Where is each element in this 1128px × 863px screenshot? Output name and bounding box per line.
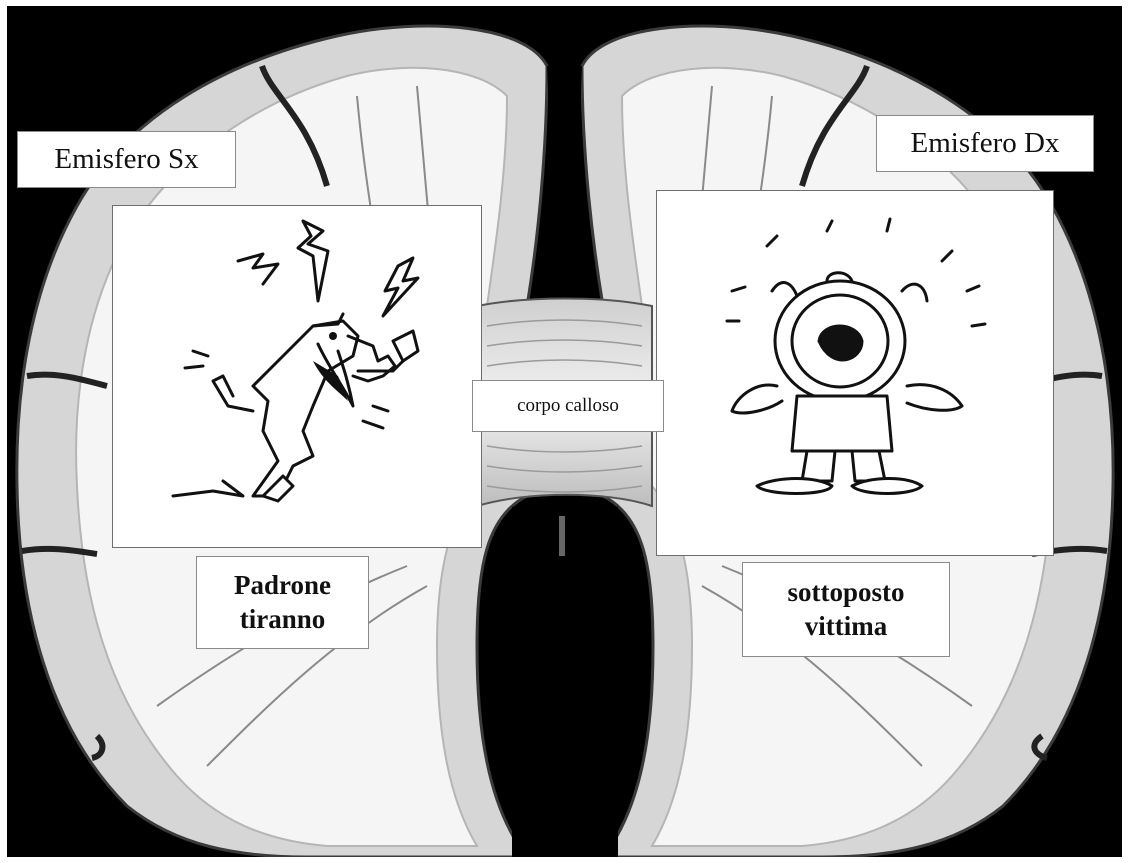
frightened-victim-cartoon bbox=[657, 191, 1055, 557]
left-hemisphere-label: Emisfero Sx bbox=[17, 131, 236, 188]
left-role-label: Padrone tiranno bbox=[196, 556, 369, 649]
lightning-icon bbox=[298, 221, 328, 301]
angry-tyrant-cartoon bbox=[113, 206, 483, 549]
right-role-label: sottoposto vittima bbox=[742, 562, 950, 657]
corpus-callosum-label: corpo calloso bbox=[472, 380, 664, 432]
lightning-icon bbox=[383, 258, 418, 316]
right-hemisphere-label: Emisfero Dx bbox=[876, 115, 1094, 172]
lightning-icon bbox=[238, 254, 278, 284]
left-illustration-panel bbox=[112, 205, 482, 548]
right-illustration-panel bbox=[656, 190, 1054, 556]
